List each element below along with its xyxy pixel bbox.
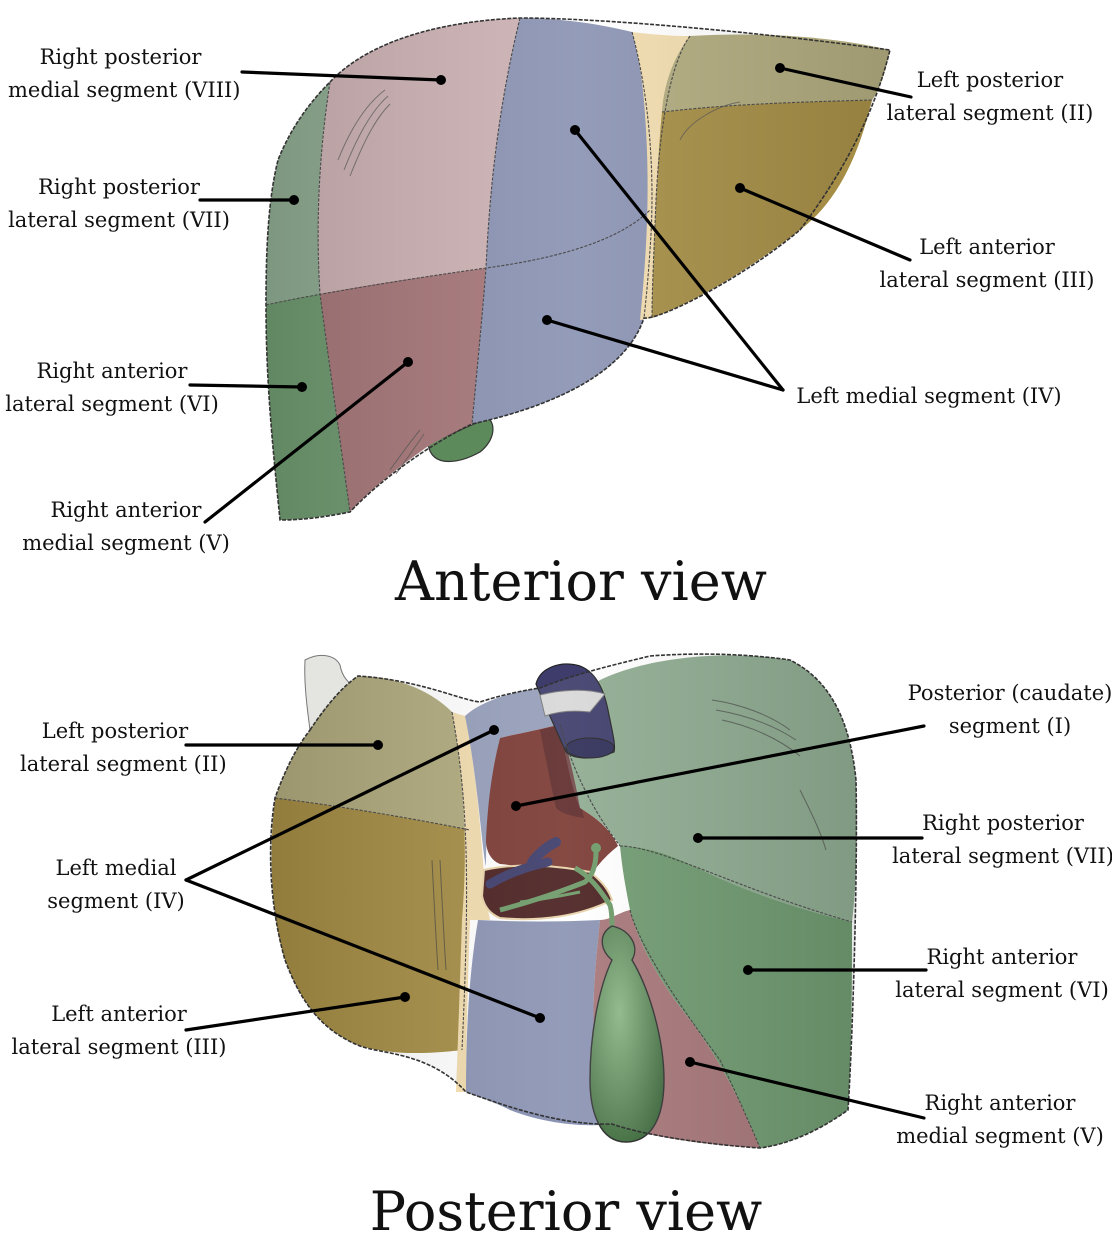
label-ant-rpm-viii: Right posterior medial segment (VIII) <box>8 41 233 107</box>
label-line: segment (IV) <box>36 885 196 918</box>
label-line: lateral segment (II) <box>20 748 210 781</box>
label-line: Right anterior <box>892 1087 1108 1120</box>
label-line: medial segment (V) <box>892 1120 1108 1153</box>
label-post-lal-iii: Left anterior lateral segment (III) <box>10 998 228 1064</box>
posterior-liver <box>271 654 857 1148</box>
dot-ant-vii <box>289 195 299 205</box>
label-line: Left posterior <box>880 64 1100 97</box>
label-line: Left anterior <box>10 998 228 1031</box>
label-line: lateral segment (VII) <box>4 204 234 237</box>
label-ant-ral-vi: Right anterior lateral segment (VI) <box>4 355 220 421</box>
label-line: Left medial <box>36 852 196 885</box>
label-ant-rpl-vii: Right posterior lateral segment (VII) <box>4 171 234 237</box>
label-line: Posterior (caudate) <box>902 677 1112 710</box>
label-line: Left posterior <box>20 715 210 748</box>
label-line: lateral segment (III) <box>876 264 1098 297</box>
dot-ant-iv-a <box>570 125 580 135</box>
label-line: Left medial segment (IV) <box>790 380 1068 413</box>
label-line: lateral segment (VI) <box>894 974 1110 1007</box>
label-line: Right anterior <box>4 355 220 388</box>
dot-post-iv-b <box>535 1013 545 1023</box>
label-line: Left anterior <box>876 231 1098 264</box>
label-ant-lpl-ii: Left posterior lateral segment (II) <box>880 64 1100 130</box>
posterior-shading <box>271 654 857 1148</box>
dot-post-iv-a <box>489 725 499 735</box>
dot-ant-ii <box>775 63 785 73</box>
dot-ant-vi <box>297 382 307 392</box>
dot-ant-viii <box>436 75 446 85</box>
posterior-view-title: Posterior view <box>356 1182 776 1242</box>
label-line: Right posterior <box>4 171 234 204</box>
label-ant-ram-v: Right anterior medial segment (V) <box>18 494 234 560</box>
label-post-rpl-vii: Right posterior lateral segment (VII) <box>888 807 1112 873</box>
label-line: lateral segment (III) <box>10 1031 228 1064</box>
label-ant-lm-iv: Left medial segment (IV) <box>790 380 1068 413</box>
label-post-lm-iv: Left medial segment (IV) <box>36 852 196 918</box>
anterior-view-title: Anterior view <box>376 552 786 612</box>
label-line: medial segment (V) <box>18 527 234 560</box>
dot-post-iii <box>400 992 410 1002</box>
dot-post-i <box>511 801 521 811</box>
label-ant-lal-iii: Left anterior lateral segment (III) <box>876 231 1098 297</box>
label-post-ram-v: Right anterior medial segment (V) <box>892 1087 1108 1153</box>
label-line: Right anterior <box>18 494 234 527</box>
label-line: Right posterior <box>888 807 1112 840</box>
label-post-caudate-i: Posterior (caudate) segment (I) <box>902 677 1112 743</box>
dot-post-vi <box>743 965 753 975</box>
label-line: Right anterior <box>894 941 1110 974</box>
label-line: lateral segment (VII) <box>888 840 1112 873</box>
anterior-liver <box>266 18 890 520</box>
label-line: lateral segment (II) <box>880 97 1100 130</box>
label-line: medial segment (VIII) <box>8 74 233 107</box>
label-line: segment (I) <box>902 710 1112 743</box>
dot-post-v <box>685 1057 695 1067</box>
dot-ant-v <box>403 357 413 367</box>
label-post-ral-vi: Right anterior lateral segment (VI) <box>894 941 1110 1007</box>
label-line: Right posterior <box>8 41 233 74</box>
label-post-lpl-ii: Left posterior lateral segment (II) <box>20 715 210 781</box>
dot-ant-iii <box>735 183 745 193</box>
label-line: lateral segment (VI) <box>4 388 220 421</box>
dot-post-vii <box>693 833 703 843</box>
anterior-shading <box>266 18 890 520</box>
dot-ant-iv-b <box>542 315 552 325</box>
dot-post-ii <box>373 740 383 750</box>
